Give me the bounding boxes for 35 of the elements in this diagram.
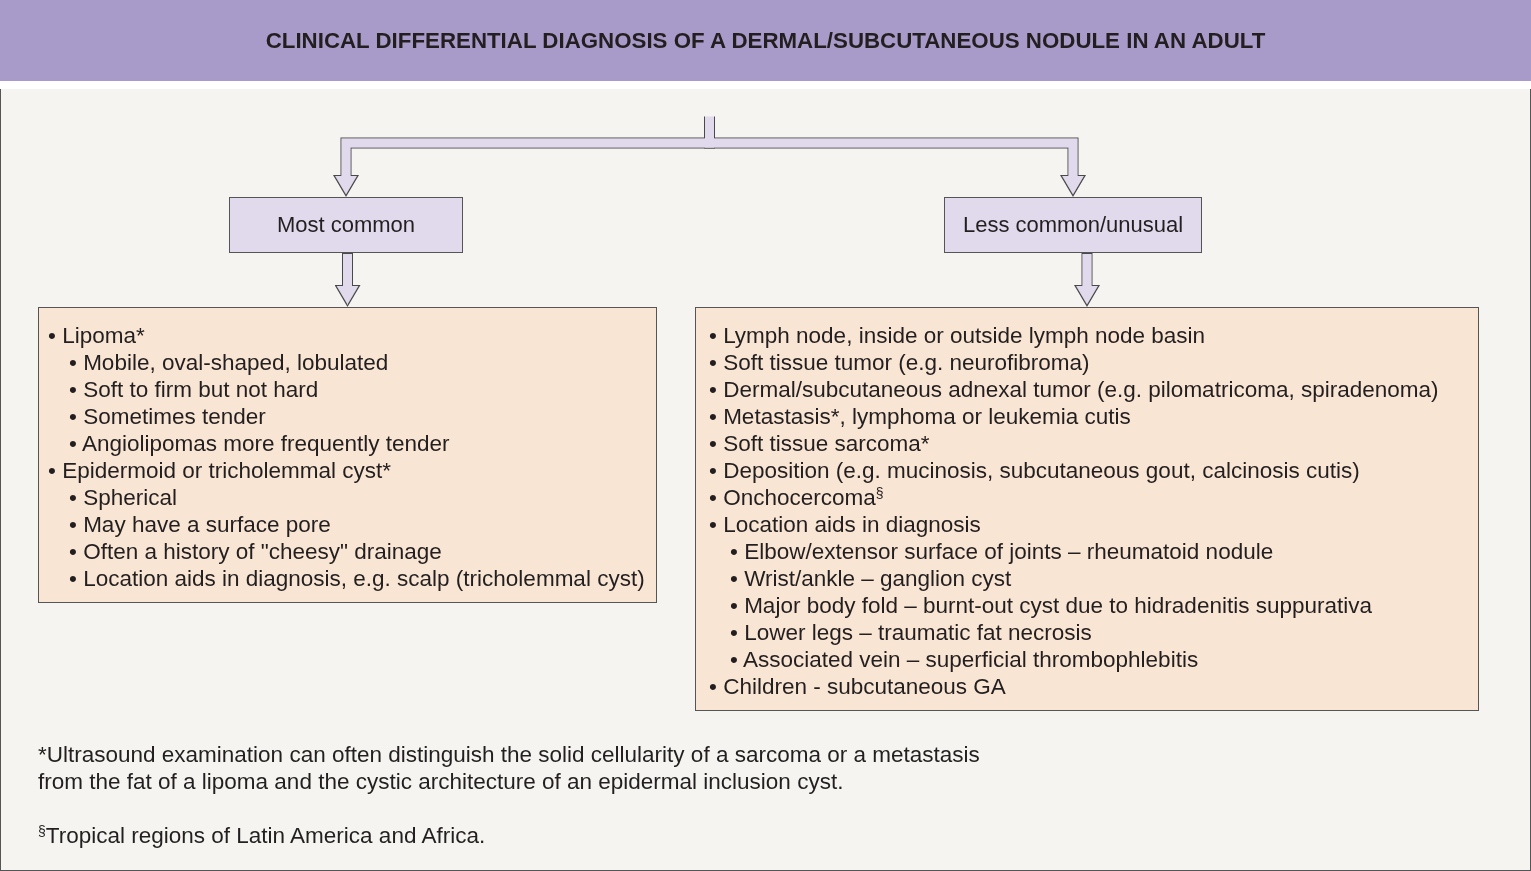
list-item: • Onchocercoma$^{§}$ [709,484,884,511]
list-item: • Soft tissue sarcoma* [709,430,930,457]
list-item: • Major body fold – burnt-out cyst due to hidradenitis suppurativa [730,592,1372,619]
list-item: • Deposition (e.g. mucinosis, subcutaneous gout, calcinosis cutis) [709,457,1360,484]
list-item: • Angiolipomas more frequently tender [69,430,450,457]
list-item: • Sometimes tender [69,403,266,430]
list-box [695,307,1479,711]
list-item: • Spherical [69,484,177,511]
list-item: • Lymph node, inside or outside lymph node basin [709,322,1206,349]
list-item: • Metastasis*, lymphoma or leukemia cutis [709,403,1131,430]
hollow-arrow [334,253,361,307]
list-item: • Lower legs – traumatic fat necrosis [730,619,1092,646]
list-item: • Soft tissue tumor (e.g. neurofibroma) [709,349,1090,376]
list-item: • Lipoma* [48,322,145,349]
list-item: • Location aids in diagnosis, e.g. scalp (tricholemmal cyst) [69,565,645,592]
hollow-arrow [1074,253,1100,307]
footnote: *Ultrasound examination can often distinguish the solid cellularity of a sarcoma or a metastasis from the fat of a lipoma and the cystic architecture of an epidermal inclusion cyst. [38,741,981,795]
list-item: • May have a surface pore [69,511,331,538]
list-box [38,307,657,603]
category-label: Less common/unusual [962,212,1184,238]
footnote: $^{§}$Tropical regions of Latin America and Africa. [38,822,487,849]
list-item: • Mobile, oval-shaped, lobulated [69,349,389,376]
list-item: • Dermal/subcutaneous adnexal tumor (e.g. pilomatricoma, spiradenoma) [709,376,1439,403]
title: CLINICAL DIFFERENTIAL DIAGNOSIS OF A DERMAL/SUBCUTANEOUS NODULE IN AN ADULT [265,27,1266,54]
list-item: • Epidermoid or tricholemmal cyst* [48,457,391,484]
category-box [944,197,1202,253]
list-item: • Wrist/ankle – ganglion cyst [730,565,1012,592]
list-item: • Often a history of "cheesy" drainage [69,538,442,565]
category-label: Most common [276,212,416,238]
list-item: • Elbow/extensor surface of joints – rheumatoid nodule [730,538,1274,565]
list-item: • Associated vein – superficial thrombophlebitis [730,646,1199,673]
category-box [229,197,463,253]
list-item: • Location aids in diagnosis [709,511,981,538]
list-item: • Children - subcutaneous GA [709,673,1006,700]
list-item: • Soft to firm but not hard [69,376,319,403]
